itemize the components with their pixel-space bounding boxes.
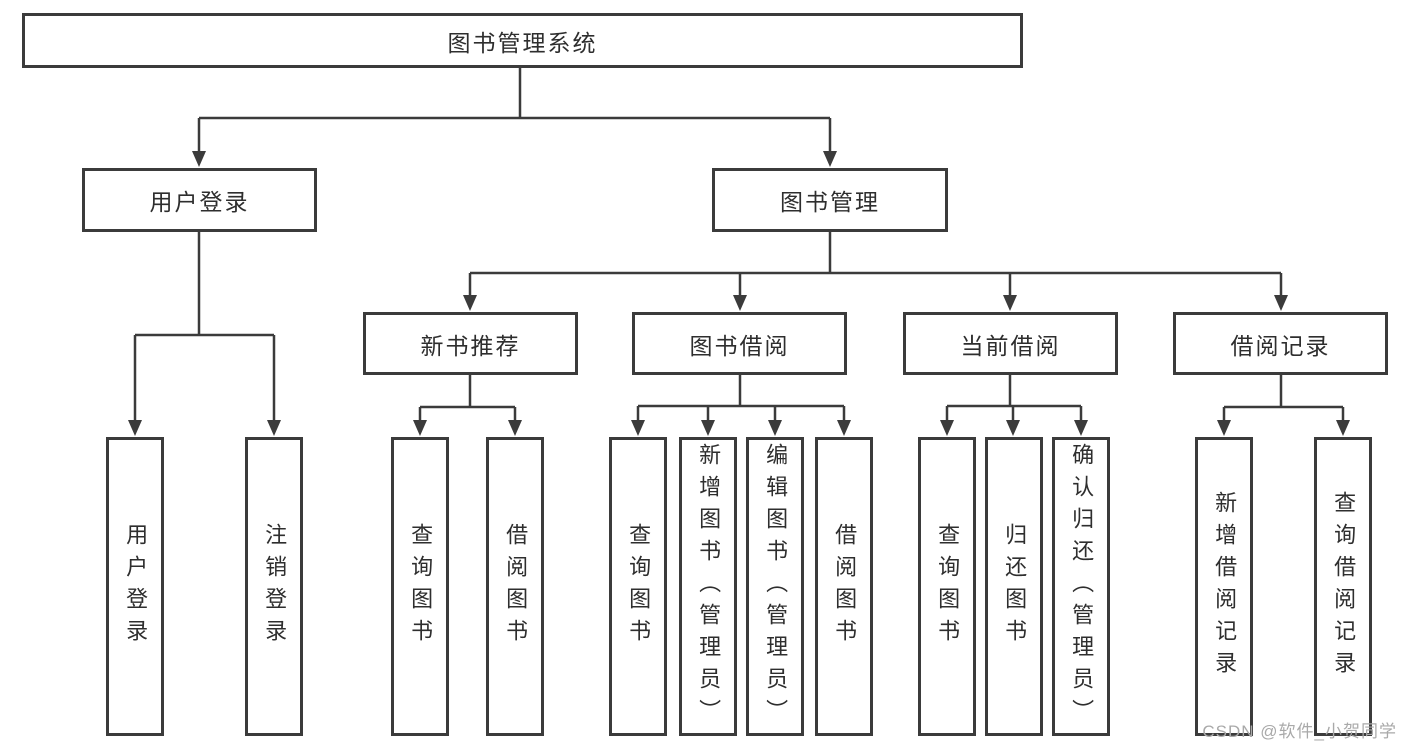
node-user-login: 用户登录 [82, 168, 317, 232]
arrow-down-icon [631, 420, 645, 436]
arrowheads [128, 151, 1350, 436]
leaf-edit-books-admin-label: 编辑图书（管理员） [763, 442, 789, 731]
arrow-down-icon [128, 420, 142, 436]
leaf-logout: 注销登录 [245, 437, 303, 736]
leaf-borrow-books-1: 借阅图书 [486, 437, 544, 736]
arrow-down-icon [1274, 295, 1288, 311]
node-root-label: 图书管理系统 [447, 29, 598, 56]
arrow-down-icon [940, 420, 954, 436]
leaf-add-borrow-record-label: 新增借阅记录 [1212, 490, 1238, 683]
connector-user-login-children [133, 232, 276, 421]
arrow-down-icon [1217, 420, 1231, 436]
leaf-query-books-1: 查询图书 [391, 437, 449, 736]
node-book-borrow-label: 图书借阅 [689, 332, 790, 359]
node-current-borrow: 当前借阅 [903, 312, 1118, 375]
leaf-query-borrow-record-label: 查询借阅记录 [1331, 490, 1357, 683]
leaf-borrow-books-2: 借阅图书 [815, 437, 873, 736]
arrow-down-icon [1336, 420, 1350, 436]
arrow-down-icon [413, 420, 427, 436]
node-borrow-records: 借阅记录 [1173, 312, 1388, 375]
node-user-login-label: 用户登录 [149, 189, 250, 215]
leaf-edit-books-admin: 编辑图书（管理员） [746, 437, 804, 736]
leaf-borrow-books-1-label: 借阅图书 [503, 522, 529, 651]
leaf-logout-label: 注销登录 [262, 522, 288, 651]
leaf-return-books: 归还图书 [985, 437, 1043, 736]
node-book-management: 图书管理 [712, 168, 948, 232]
leaf-return-books-label: 归还图书 [1002, 522, 1028, 651]
node-new-book-recommend-label: 新书推荐 [420, 332, 521, 359]
node-new-book-recommend: 新书推荐 [363, 312, 578, 375]
node-book-borrow: 图书借阅 [632, 312, 847, 375]
leaf-user-login-label: 用户登录 [123, 522, 149, 651]
connector-current-borrow-children [945, 375, 1083, 421]
arrow-down-icon [508, 420, 522, 436]
arrow-down-icon [1074, 420, 1088, 436]
connector-book-management-children [468, 232, 1283, 296]
arrow-down-icon [701, 420, 715, 436]
csdn-watermark: CSDN @软件_小贺同学 [1202, 722, 1397, 741]
arrow-down-icon [192, 151, 206, 167]
connector-root-to-level2 [197, 68, 832, 152]
leaf-query-books-2-label: 查询图书 [626, 522, 652, 651]
leaf-query-books-3-label: 查询图书 [935, 522, 961, 651]
leaf-query-borrow-record: 查询借阅记录 [1314, 437, 1372, 736]
leaf-borrow-books-2-label: 借阅图书 [832, 522, 858, 651]
node-book-management-label: 图书管理 [780, 189, 880, 215]
leaf-confirm-return-admin-label: 确认归还（管理员） [1069, 442, 1095, 731]
connector-borrow-record-children [1222, 375, 1345, 421]
arrow-down-icon [733, 295, 747, 311]
leaf-confirm-return-admin: 确认归还（管理员） [1052, 437, 1110, 736]
arrow-down-icon [1003, 295, 1017, 311]
arrow-down-icon [463, 295, 477, 311]
arrow-down-icon [837, 420, 851, 436]
arrow-down-icon [768, 420, 782, 436]
node-borrow-records-label: 借阅记录 [1230, 332, 1331, 359]
arrow-down-icon [1006, 420, 1020, 436]
leaf-user-login: 用户登录 [106, 437, 164, 736]
leaf-query-books-1-label: 查询图书 [408, 522, 434, 651]
node-root: 图书管理系统 [22, 13, 1023, 68]
node-current-borrow-label: 当前借阅 [960, 332, 1061, 359]
leaf-query-books-3: 查询图书 [918, 437, 976, 736]
leaf-add-borrow-record: 新增借阅记录 [1195, 437, 1253, 736]
arrow-down-icon [267, 420, 281, 436]
connector-new-book-children [418, 375, 517, 421]
arrow-down-icon [823, 151, 837, 167]
connector-lines [133, 68, 1345, 421]
leaf-query-books-2: 查询图书 [609, 437, 667, 736]
leaf-add-books-admin-label: 新增图书（管理员） [696, 442, 722, 731]
leaf-add-books-admin: 新增图书（管理员） [679, 437, 737, 736]
connector-book-borrow-children [636, 375, 846, 421]
